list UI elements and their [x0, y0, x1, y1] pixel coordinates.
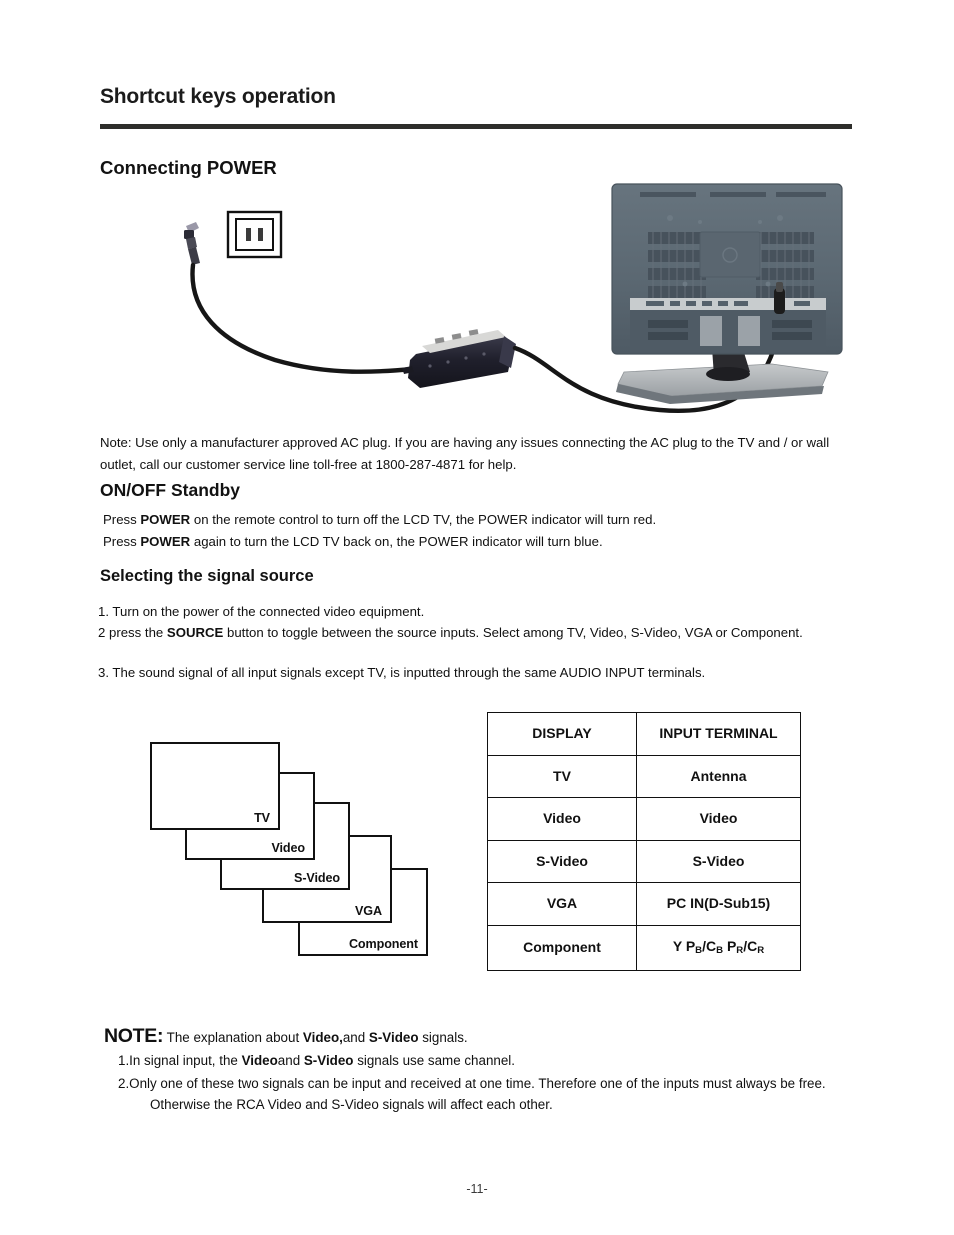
- heading-selecting-signal-source: Selecting the signal source: [100, 567, 314, 585]
- source-box-label: S-Video: [294, 871, 340, 885]
- source-box-label: VGA: [355, 904, 382, 918]
- lcd-tv-rear-view: [611, 183, 843, 404]
- cell-terminal: Video: [636, 797, 801, 841]
- column-header-input-terminal: INPUT TERMINAL: [636, 712, 801, 756]
- standby-1-suffix: on the remote control to turn off the LC…: [190, 512, 657, 527]
- source-step-2-suffix: button to toggle between the source inpu…: [223, 625, 803, 640]
- standby-2-prefix: Press: [103, 534, 141, 549]
- heading-connecting-power: Connecting POWER: [100, 157, 277, 178]
- source-box-tv: TV: [150, 742, 280, 830]
- standby-line-1: Press POWER on the remote control to tur…: [103, 509, 863, 531]
- page-title: Shortcut keys operation: [100, 85, 336, 108]
- source-step-1: 1. Turn on the power of the connected vi…: [98, 604, 425, 619]
- component-y: Y: [672, 937, 686, 954]
- cell-terminal: S-Video: [636, 839, 801, 884]
- source-step-2: 2 press the SOURCE button to toggle betw…: [98, 622, 916, 644]
- source-box-label: Video: [271, 841, 305, 855]
- source-step-3: 3. The sound signal of all input signals…: [98, 665, 706, 680]
- cell-terminal: PC IN(D-Sub15): [636, 882, 801, 926]
- component-pb: P: [685, 937, 696, 954]
- cell-display: TV: [487, 754, 637, 799]
- table-row: TV Antenna: [487, 754, 801, 799]
- standby-1-prefix: Press: [103, 512, 141, 527]
- note-lead-video: Video,: [302, 1030, 343, 1045]
- source-cascade-diagram: Component VGA S-Video Video TV: [140, 730, 440, 970]
- cell-display: Video: [487, 797, 637, 841]
- note-label: NOTE:: [104, 1025, 164, 1047]
- note-item-1: 1.In signal input, the Videoand S-Video …: [104, 1050, 874, 1071]
- cell-terminal: Antenna: [636, 754, 801, 799]
- source-box-label: Component: [348, 937, 418, 951]
- ac-plug-note: Note: Use only a manufacturer approved A…: [100, 432, 860, 476]
- note-lead-svideo: S-Video: [368, 1030, 419, 1045]
- display-input-terminal-table: DISPLAY INPUT TERMINAL TV Antenna Video …: [487, 712, 801, 971]
- support-phone: 1800-287-4871: [375, 457, 466, 472]
- note-item-1-e: signals use same channel.: [353, 1053, 515, 1068]
- power-adapter-brick: [402, 329, 516, 388]
- component-pr-sub: R: [736, 944, 744, 956]
- source-box-label: TV: [254, 811, 270, 825]
- source-button-name: SOURCE: [166, 625, 224, 640]
- bottom-note-block: NOTE: The explanation about Video,and S-…: [104, 1026, 874, 1115]
- note-item-1-svideo: S-Video: [303, 1053, 354, 1068]
- cell-display: Component: [487, 924, 637, 971]
- note-lead-e: signals.: [418, 1030, 468, 1045]
- standby-2-suffix: again to turn the LCD TV back on, the PO…: [190, 534, 603, 549]
- component-slash-2: /C: [743, 937, 758, 954]
- table-row: Video Video: [487, 797, 801, 841]
- component-slash-1: /C: [702, 937, 717, 954]
- component-pb-sub: B: [695, 944, 703, 956]
- power-connection-illustration: [100, 170, 852, 415]
- table-header-row: DISPLAY INPUT TERMINAL: [487, 712, 801, 756]
- table-row: S-Video S-Video: [487, 839, 801, 884]
- table-row: VGA PC IN(D-Sub15): [487, 882, 801, 926]
- note-item-1-video: Video: [241, 1053, 278, 1068]
- title-divider: [100, 124, 852, 129]
- page-number: -11-: [466, 1182, 488, 1196]
- note-item-1-c: and: [277, 1053, 304, 1068]
- source-step-2-prefix: 2 press the: [98, 625, 167, 640]
- note-item-2: 2.Only one of these two signals can be i…: [118, 1076, 826, 1112]
- standby-line-2: Press POWER again to turn the LCD TV bac…: [103, 531, 863, 553]
- standby-2-power-key: POWER: [140, 534, 191, 549]
- cell-display: S-Video: [487, 839, 637, 884]
- note-lead-a: The explanation about: [163, 1030, 303, 1045]
- note-lead-c: and: [342, 1030, 369, 1045]
- heading-onoff-standby: ON/OFF Standby: [100, 480, 240, 500]
- column-header-display: DISPLAY: [487, 712, 637, 756]
- component-cr-sub: R: [757, 944, 765, 956]
- component-cb-sub: B: [716, 944, 724, 956]
- ac-plug-head: [184, 222, 200, 265]
- component-pr: P: [726, 937, 737, 954]
- note-lead-line: NOTE: The explanation about Video,and S-…: [104, 1026, 874, 1048]
- ac-note-suffix: for help.: [465, 457, 517, 472]
- wall-outlet-icon: [226, 210, 283, 259]
- standby-1-power-key: POWER: [140, 512, 191, 527]
- cell-display: VGA: [487, 882, 637, 926]
- power-cable-left: [190, 262, 415, 374]
- note-item-1-a: 1.In signal input, the: [118, 1053, 242, 1068]
- cell-terminal-component: Y PB/CB PR/CR: [636, 924, 801, 971]
- table-row: Component Y PB/CB PR/CR: [487, 924, 801, 971]
- ac-note-prefix: Note: Use only a manufacturer approved A…: [100, 435, 830, 472]
